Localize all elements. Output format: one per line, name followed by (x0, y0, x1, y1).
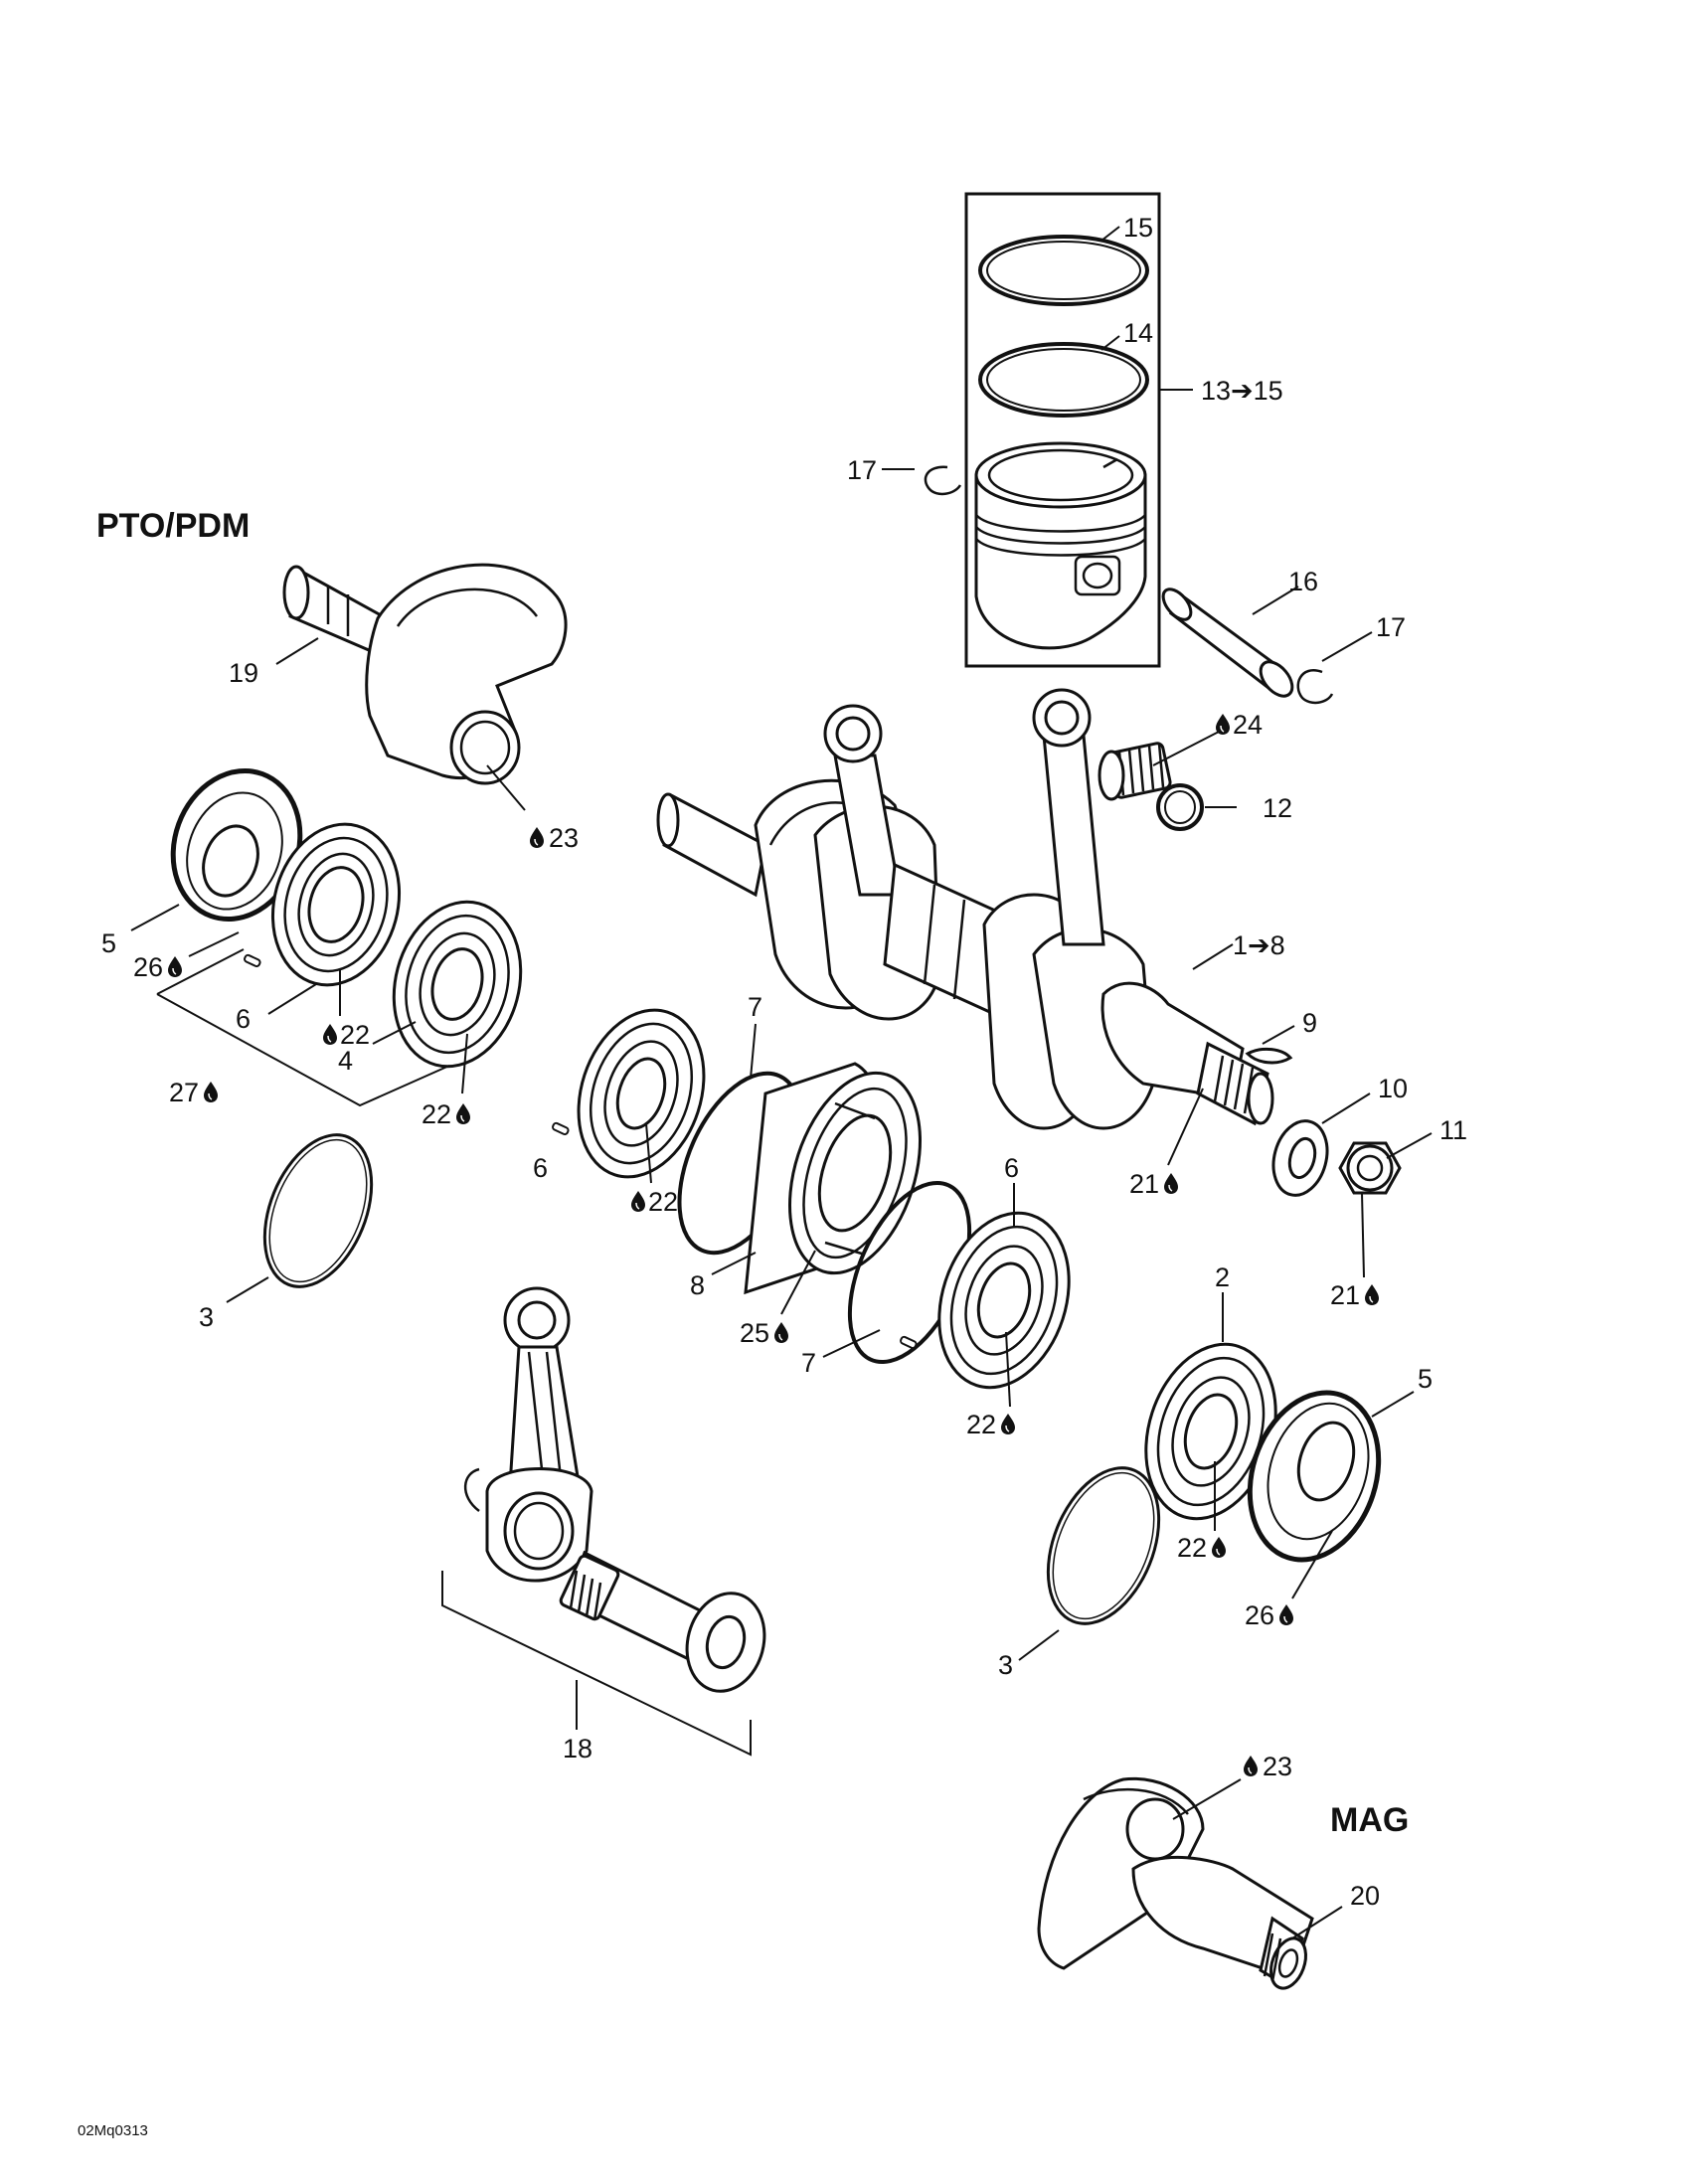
callout-14: 14 (1123, 318, 1153, 348)
callout-1-8: 1➔8 (1233, 930, 1285, 960)
callout-2: 2 (1215, 1262, 1230, 1292)
piston-ring-14 (978, 342, 1149, 418)
oil-drop-icon (1364, 1283, 1380, 1306)
oil-seal-5-pto (170, 768, 303, 922)
connecting-rod-kit (463, 1286, 766, 1693)
oil-drop-icon (630, 1190, 646, 1213)
oil-drop-icon (1243, 1755, 1259, 1777)
pto-crankshaft-half (282, 563, 568, 785)
callout-6-pto: 6 (236, 1004, 251, 1034)
callouts: 15 14 13➔15 17 16 17 19 23 24 12 1➔8 5 2… (101, 213, 1467, 1911)
callout-22-pto-inner: 22 (340, 1020, 370, 1050)
callout-5-mag: 5 (1418, 1364, 1433, 1394)
needle-bearing-24 (1098, 742, 1172, 801)
oil-drop-icon (167, 955, 183, 978)
o-ring-3-mag (1046, 1466, 1161, 1625)
callout-6-center: 6 (533, 1153, 548, 1183)
piston-kit-box (964, 192, 1161, 668)
callout-5-pto: 5 (101, 928, 116, 958)
oil-drop-icon (322, 1023, 338, 1046)
crankshaft-assembly (656, 688, 1274, 1130)
callout-23-pto: 23 (549, 823, 579, 853)
ball-bearing-6-pto (270, 822, 402, 987)
callout-17-left: 17 (847, 455, 877, 485)
callout-25: 25 (740, 1318, 769, 1348)
lock-washer-10 (1271, 1119, 1329, 1197)
callout-24: 24 (1233, 710, 1263, 740)
callout-26-pto: 26 (133, 952, 163, 982)
callout-3-mag: 3 (998, 1650, 1013, 1680)
oil-drop-icon (455, 1102, 471, 1125)
oil-drop-icon (1163, 1172, 1179, 1195)
piston-ring-15 (978, 235, 1149, 306)
oil-drop-icon (773, 1321, 789, 1344)
ball-bearing-6-center (577, 1008, 706, 1179)
oil-drop-icon (203, 1081, 219, 1103)
callout-7-lower: 7 (801, 1348, 816, 1378)
callout-22-bearing-2: 22 (1177, 1533, 1207, 1563)
ball-bearing-6-mag (937, 1211, 1071, 1390)
oil-drop-icon (529, 826, 545, 849)
ball-bearing-4 (392, 900, 523, 1069)
woodruff-key-9 (1245, 1047, 1293, 1065)
oil-seal-5-mag (1247, 1390, 1382, 1563)
callout-23-mag: 23 (1263, 1752, 1292, 1781)
callout-18: 18 (563, 1734, 592, 1764)
kit-bracket-27 (156, 948, 450, 1107)
callout-7-upper: 7 (748, 992, 762, 1022)
callout-22-center: 22 (648, 1187, 678, 1217)
callout-3-pto: 3 (199, 1302, 214, 1332)
dowel-pin-pto (244, 953, 261, 968)
piston (974, 441, 1147, 650)
callout-17-right: 17 (1376, 612, 1406, 642)
callout-16: 16 (1288, 567, 1318, 596)
oil-drop-icon (1215, 713, 1231, 736)
dowel-pin-mag (900, 1335, 918, 1350)
callout-10: 10 (1378, 1074, 1408, 1103)
callout-26-mag: 26 (1245, 1600, 1274, 1630)
callout-8: 8 (690, 1270, 705, 1300)
callout-21-nut: 21 (1330, 1280, 1360, 1310)
kit-bracket-18 (441, 1571, 752, 1757)
piston-pin (1161, 588, 1294, 698)
callout-22-mag: 22 (966, 1410, 996, 1439)
callout-21-shaft: 21 (1129, 1169, 1159, 1199)
ball-bearing-2 (1144, 1342, 1277, 1521)
oil-drop-icon (1000, 1413, 1016, 1435)
bearing-sleeve-8 (744, 1062, 922, 1295)
o-ring-3-pto (262, 1133, 374, 1288)
thrust-washer-12 (1156, 783, 1204, 831)
callout-27: 27 (169, 1078, 199, 1107)
mag-heading: MAG (1330, 1801, 1409, 1839)
circlip-17-right (1296, 669, 1334, 705)
callout-15: 15 (1123, 213, 1153, 243)
callout-9: 9 (1302, 1008, 1317, 1038)
leader-lines (130, 226, 1433, 1939)
figure-code: 02Mq0313 (78, 2122, 148, 2139)
callout-22-pto-outer: 22 (422, 1099, 451, 1129)
circlip-17-left (924, 465, 962, 496)
mag-crankshaft-half (1037, 1776, 1314, 1990)
pto-heading: PTO/PDM (96, 507, 250, 545)
callout-20: 20 (1350, 1881, 1380, 1911)
hex-nut-11 (1338, 1141, 1402, 1195)
dowel-pin-center (552, 1121, 570, 1136)
callout-6-mag: 6 (1004, 1153, 1019, 1183)
callout-11: 11 (1439, 1115, 1467, 1145)
callout-4: 4 (338, 1046, 353, 1076)
oil-drop-icon (1278, 1603, 1294, 1626)
oil-drop-icon (1211, 1536, 1227, 1559)
callout-19: 19 (229, 658, 258, 688)
callout-12: 12 (1263, 793, 1292, 823)
callout-13-15: 13➔15 (1201, 376, 1283, 406)
